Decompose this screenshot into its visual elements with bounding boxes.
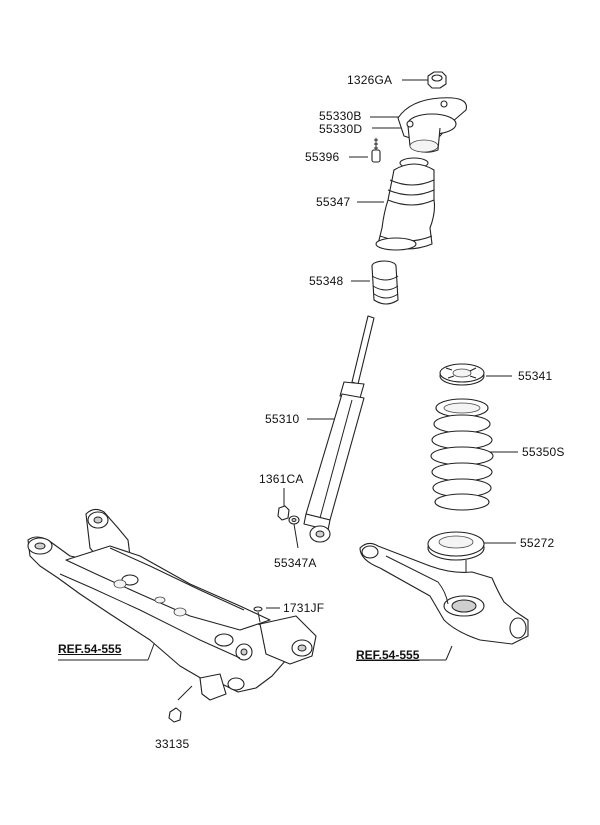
label-33135: 33135	[155, 737, 190, 751]
bolt-55396-part	[371, 138, 381, 163]
label-55330d: 55330D	[319, 122, 363, 136]
label-55310: 55310	[265, 412, 300, 426]
label-55396: 55396	[305, 150, 340, 164]
coil-spring-55350s-part	[430, 398, 494, 511]
label-55348: 55348	[309, 274, 344, 288]
label-55347: 55347	[316, 195, 351, 209]
lower-arm-part	[359, 542, 529, 645]
lower-nut-parts	[277, 505, 300, 525]
top-mount-part	[397, 97, 468, 153]
nut-1326ga-part	[427, 71, 447, 89]
label-1731jf: 1731JF	[283, 601, 325, 615]
spring-pad-55272-part	[427, 531, 485, 572]
label-55272: 55272	[520, 536, 555, 550]
label-1326ga: 1326GA	[347, 73, 393, 87]
spring-pad-55341-part	[439, 363, 485, 386]
label-55350s: 55350S	[522, 445, 565, 459]
nut-33135-part	[168, 707, 182, 723]
ref-subframe-link[interactable]: REF.54-555	[58, 642, 122, 656]
bump-stopper-55348-part	[371, 260, 399, 305]
dust-cover-55347-part	[375, 157, 436, 251]
label-55347a: 55347A	[274, 556, 317, 570]
leader-lines	[58, 79, 518, 701]
shock-absorber-55310-part	[303, 315, 375, 543]
label-1361ca: 1361CA	[259, 472, 304, 486]
ref-lower-arm-link[interactable]: REF.54-555	[356, 648, 420, 662]
subframe-part	[27, 508, 317, 701]
label-55330b: 55330B	[319, 109, 362, 123]
label-55341: 55341	[518, 369, 553, 383]
